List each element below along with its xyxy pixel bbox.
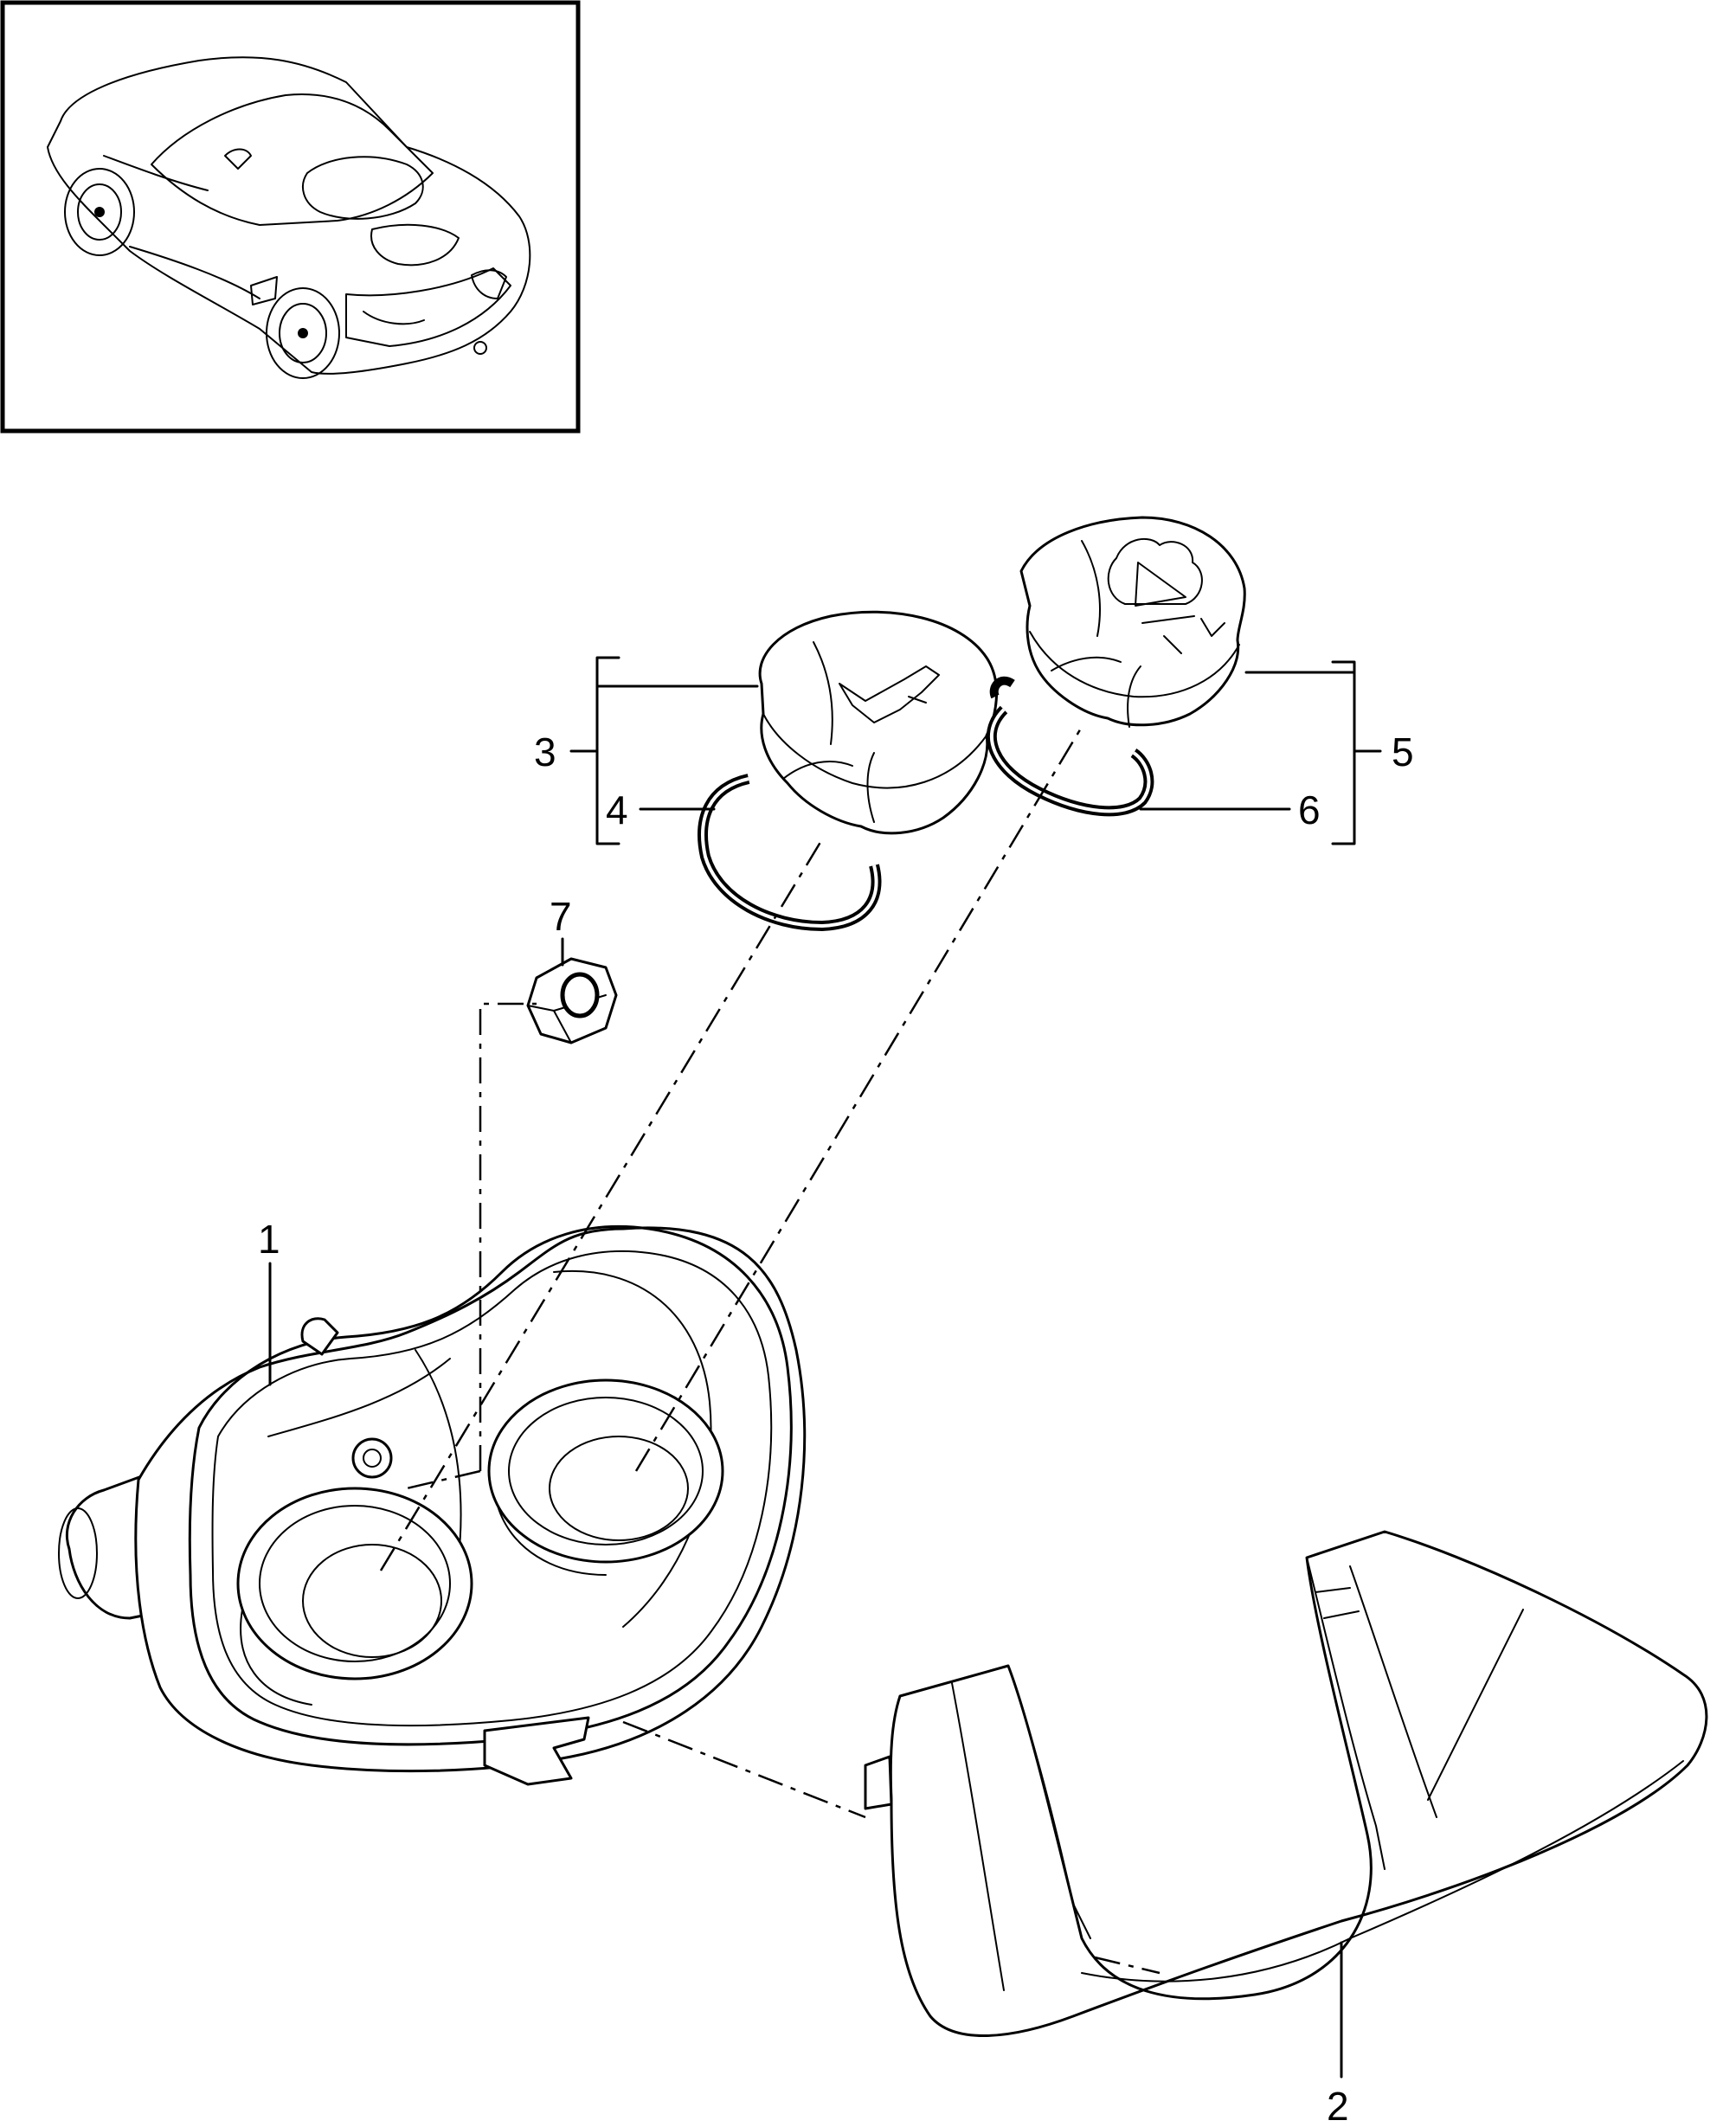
part-3-oil-cap (758, 610, 999, 835)
part-5-coolant-cap (1019, 516, 1246, 728)
callout-4: 4 (606, 787, 628, 832)
callout-7: 7 (550, 894, 572, 939)
callout-leaders (268, 656, 1382, 2079)
callout-1: 1 (258, 1217, 280, 1262)
assembly-lines (379, 726, 1161, 1975)
car-illustration (47, 56, 531, 379)
part-1-filler-housing (58, 1225, 807, 1786)
overview-inset (0, 0, 581, 434)
callout-6: 6 (1298, 787, 1321, 832)
part-7-hex-nut (526, 957, 618, 1044)
part-6-o-ring (986, 676, 1154, 817)
callout-2: 2 (1327, 2084, 1349, 2127)
callout-5: 5 (1392, 729, 1414, 774)
callout-labels: 1 2 3 4 5 6 7 (258, 729, 1414, 2127)
part-2-trim-cover (864, 1530, 1708, 2037)
callout-3: 3 (534, 729, 556, 774)
